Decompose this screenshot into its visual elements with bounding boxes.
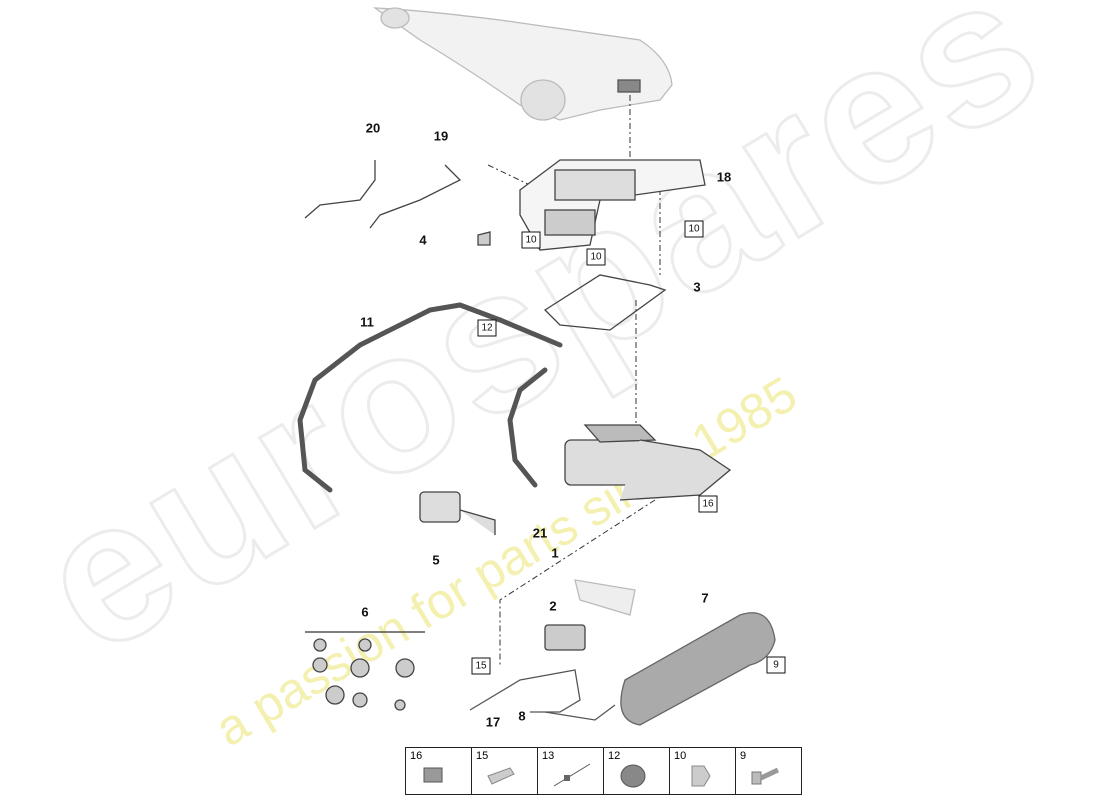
cable-tie-icon <box>553 763 591 787</box>
legend-item-13: 13 <box>538 748 604 794</box>
boxed-ref-15: 15 <box>471 657 491 675</box>
part-7-air-reservoir <box>620 612 776 726</box>
part-3-gasket <box>543 274 667 331</box>
boxed-ref-12: 12 <box>477 319 497 337</box>
callout-4: 4 <box>419 232 427 248</box>
part-2-valve-block <box>544 579 636 651</box>
grommet-icon <box>620 764 646 788</box>
callout-18: 18 <box>716 169 732 185</box>
part-19-20-lines <box>304 160 462 229</box>
callout-3: 3 <box>693 279 701 295</box>
legend-item-15: 15 <box>472 748 538 794</box>
parts-legend: 16 15 13 12 10 9 <box>405 747 802 795</box>
callout-19: 19 <box>433 128 449 144</box>
callout-21: 21 <box>532 525 548 541</box>
legend-item-10: 10 <box>670 748 736 794</box>
callout-6: 6 <box>361 604 369 620</box>
legend-item-16: 16 <box>406 748 472 794</box>
boxed-ref-10: 10 <box>586 248 606 266</box>
callout-17: 17 <box>485 714 501 730</box>
callout-20: 20 <box>365 120 381 136</box>
connector-icon <box>423 767 443 783</box>
boxed-ref-10: 10 <box>684 220 704 238</box>
part-4-clip <box>477 231 491 246</box>
boxed-ref-10: 10 <box>521 231 541 249</box>
bolt-icon <box>751 767 780 785</box>
callout-5: 5 <box>432 552 440 568</box>
tape-icon <box>487 767 515 785</box>
nut-icon <box>691 765 711 787</box>
part-8-17-lines <box>469 669 616 721</box>
callout-1: 1 <box>551 545 559 561</box>
part-11-hose <box>297 302 563 493</box>
boxed-ref-16: 16 <box>698 495 718 513</box>
callout-11: 11 <box>360 314 374 330</box>
callout-8: 8 <box>518 708 526 724</box>
callout-7: 7 <box>701 590 709 606</box>
legend-item-9: 9 <box>736 748 801 794</box>
car-silhouette <box>372 7 673 121</box>
part-5-valve <box>419 491 496 535</box>
part-1-compressor <box>564 424 732 501</box>
callout-2: 2 <box>549 598 557 614</box>
legend-item-12: 12 <box>604 748 670 794</box>
part-6-fasteners <box>305 631 425 711</box>
part-18-bracket-assembly <box>519 159 706 251</box>
boxed-ref-9: 9 <box>766 656 786 674</box>
